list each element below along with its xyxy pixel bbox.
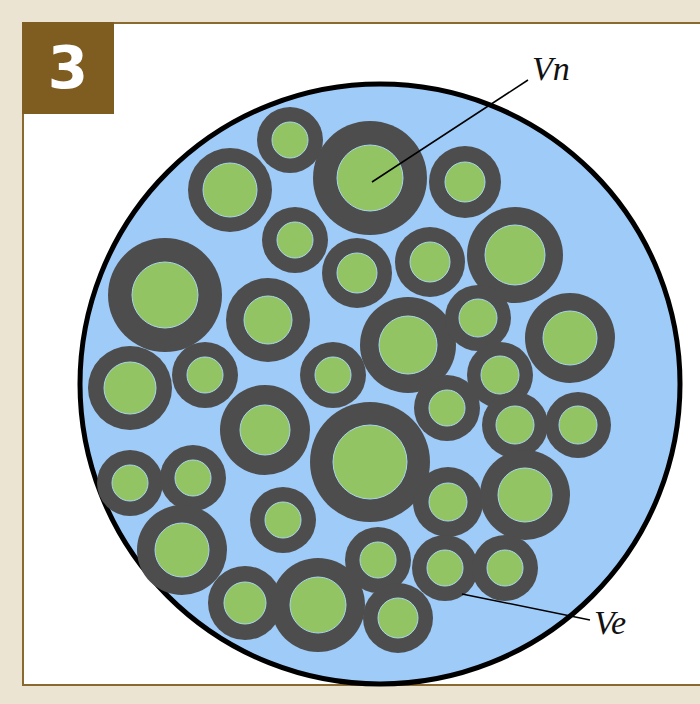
- particle-core: [104, 362, 156, 414]
- particle-core: [175, 460, 211, 496]
- particle-shell: [160, 445, 226, 511]
- particle-core: [360, 542, 396, 578]
- particle-core: [203, 163, 257, 217]
- particle-shell: [429, 146, 501, 218]
- particle-core: [445, 162, 485, 202]
- particle-core: [337, 145, 403, 211]
- particle-shell: [345, 527, 411, 593]
- particle-core: [337, 253, 377, 293]
- particle-shell: [545, 392, 611, 458]
- outer-domain: [80, 84, 680, 684]
- particle-shell: [208, 566, 282, 640]
- particle-core: [315, 357, 351, 393]
- panel-number: 3: [48, 39, 88, 97]
- particle-core: [240, 405, 290, 455]
- particle-core: [496, 406, 534, 444]
- particle-core: [378, 598, 418, 638]
- particle-shell: [97, 450, 163, 516]
- particle-shell: [412, 535, 478, 601]
- particle-shell: [220, 385, 310, 475]
- particle-core: [272, 122, 308, 158]
- particle-core: [459, 299, 497, 337]
- particle-shell: [137, 505, 227, 595]
- particle-core: [429, 483, 467, 521]
- particle-core: [410, 242, 450, 282]
- leader-line: [372, 80, 528, 182]
- particle-shell: [108, 238, 222, 352]
- particle-shell: [313, 121, 427, 235]
- particle-core: [429, 390, 465, 426]
- particle-shell: [395, 227, 465, 297]
- particle-shell: [226, 278, 310, 362]
- particle-core: [244, 296, 292, 344]
- particle-core: [112, 465, 148, 501]
- particle-shell: [88, 346, 172, 430]
- coated-particles: [88, 107, 615, 653]
- particle-core: [187, 357, 223, 393]
- particle-core: [498, 468, 552, 522]
- particle-core: [333, 425, 407, 499]
- particle-shell: [480, 450, 570, 540]
- particle-shell: [188, 148, 272, 232]
- leader-line: [462, 594, 590, 620]
- particle-core: [481, 356, 519, 394]
- particle-core: [277, 222, 313, 258]
- particle-core: [485, 225, 545, 285]
- particle-shell: [322, 238, 392, 308]
- particle-shell: [257, 107, 323, 173]
- particle-core: [379, 316, 437, 374]
- particle-shell: [262, 207, 328, 273]
- particle-core: [487, 550, 523, 586]
- particle-core: [224, 582, 266, 624]
- particle-shell: [250, 487, 316, 553]
- particle-shell: [525, 293, 615, 383]
- particle-core: [543, 311, 597, 365]
- particle-shell: [472, 535, 538, 601]
- particle-shell: [413, 467, 483, 537]
- particle-core: [132, 262, 198, 328]
- particle-core: [290, 577, 346, 633]
- particle-core: [265, 502, 301, 538]
- particle-core: [427, 550, 463, 586]
- particle-shell: [300, 342, 366, 408]
- particle-shell: [482, 392, 548, 458]
- particle-shell: [414, 375, 480, 441]
- particle-shell: [445, 285, 511, 351]
- particle-core: [155, 523, 209, 577]
- volume-symbol: Ve: [594, 606, 626, 640]
- particle-shell: [363, 583, 433, 653]
- panel-number-badge: 3: [22, 22, 114, 114]
- particle-shell: [172, 342, 238, 408]
- particle-shell: [310, 402, 430, 522]
- particle-core: [559, 406, 597, 444]
- volume-symbol: Vn: [532, 52, 570, 86]
